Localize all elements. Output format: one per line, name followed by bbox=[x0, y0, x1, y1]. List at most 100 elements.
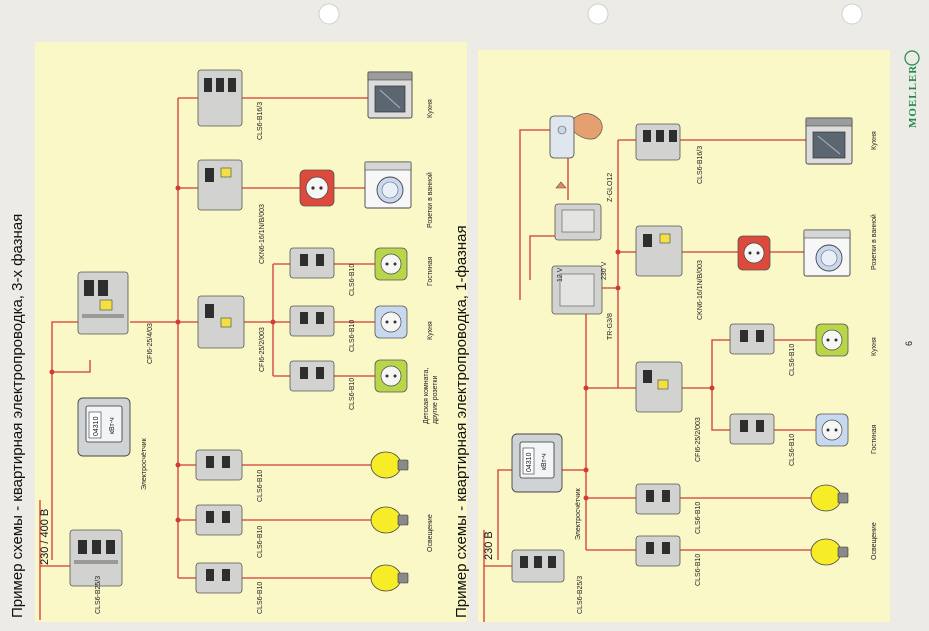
right-light1-breaker-label: CLS6-B10 bbox=[695, 502, 702, 534]
left-stove-load-label: Кухня bbox=[427, 99, 434, 118]
right-living-load-label: Гостиная bbox=[871, 424, 878, 454]
wire-junction bbox=[709, 385, 715, 391]
right-kitchen-breaker-label: CLS6-B10 bbox=[789, 344, 796, 376]
bath-rcbo-icon bbox=[197, 159, 243, 211]
page-number: 6 bbox=[904, 341, 914, 346]
left-main-rcd-label: CFI6-25/4/03 bbox=[147, 323, 154, 364]
electricity-meter-icon: 04310 кВт-ч bbox=[511, 433, 563, 493]
right-doorbell-label: Z-GLO12 bbox=[607, 173, 614, 202]
right-bath-rcbo-label: CKN6-16/1N/B/003 bbox=[697, 260, 704, 320]
right-light2-breaker-label: CLS6-B10 bbox=[695, 554, 702, 586]
left-meter-label: Электросчётчик bbox=[141, 437, 148, 490]
stove-breaker-icon bbox=[635, 123, 681, 161]
rcd-group-icon bbox=[197, 295, 245, 349]
stove-icon bbox=[805, 117, 853, 165]
wire bbox=[497, 469, 518, 560]
light-breaker-icon bbox=[195, 504, 243, 536]
light-breaker-icon bbox=[195, 449, 243, 481]
left-kids-load-label-2: другие розетки bbox=[432, 376, 439, 424]
light-bulb-icon bbox=[810, 538, 849, 566]
living-breaker-icon bbox=[729, 413, 775, 445]
wire bbox=[680, 339, 818, 389]
left-living-load-label: Гостиная bbox=[427, 256, 434, 286]
left-light2-breaker-label: CLS6-B10 bbox=[257, 526, 264, 558]
main-breaker-icon bbox=[511, 549, 565, 583]
brand-name: MOELLER bbox=[907, 65, 919, 128]
left-rcd-group-label: CFI6-25/2/003 bbox=[259, 327, 266, 372]
stove-breaker-icon bbox=[197, 69, 243, 127]
wire-junction bbox=[175, 319, 181, 325]
wire bbox=[519, 129, 550, 300]
left-kids-load-label-1: Детская комната, bbox=[423, 368, 430, 424]
wire-junction bbox=[270, 319, 276, 325]
light-bulb-icon bbox=[370, 564, 409, 592]
kitchen-breaker-icon bbox=[289, 305, 335, 337]
punch-hole-icon bbox=[841, 3, 863, 25]
washing-machine-icon bbox=[364, 161, 412, 209]
main-rcd-icon bbox=[77, 271, 129, 335]
wire-junction bbox=[175, 517, 181, 523]
left-bath-rcbo-label: CKN6-16/1N/B/003 bbox=[259, 204, 266, 264]
left-light1-breaker-label: CLS6-B10 bbox=[257, 470, 264, 502]
left-kids-breaker-label: CLS6-B10 bbox=[349, 378, 356, 410]
left-stove-breaker-label: CLS6-B16/3 bbox=[257, 102, 264, 140]
wire-junction bbox=[615, 285, 621, 291]
living-breaker-icon bbox=[289, 247, 335, 279]
stove-icon bbox=[367, 71, 413, 119]
right-rcd-group-label: CFI6-25/2/003 bbox=[695, 417, 702, 462]
light-bulb-icon bbox=[810, 484, 849, 512]
punch-hole-icon bbox=[318, 3, 340, 25]
bath-socket-icon bbox=[299, 169, 335, 207]
transformer-icon bbox=[551, 265, 603, 315]
left-voltage-label: 230 / 400 В bbox=[39, 509, 51, 565]
moeller-logo: MOELLER bbox=[904, 50, 920, 128]
left-main-breaker-label: CLS6-B25/3 bbox=[95, 576, 102, 614]
left-kitchen-load-label: Кухня bbox=[427, 321, 434, 340]
light-bulb-icon bbox=[370, 506, 409, 534]
wire bbox=[51, 321, 80, 372]
light-breaker-icon bbox=[635, 483, 681, 515]
left-bath-load-label: Розетки в ванной bbox=[426, 172, 434, 228]
kitchen-breaker-icon bbox=[729, 323, 775, 355]
electricity-meter-icon: 04310 кВт-ч bbox=[77, 397, 131, 457]
left-light3-breaker-label: CLS6-B10 bbox=[257, 582, 264, 614]
right-transformer-label: TR-G3/8 bbox=[607, 313, 614, 340]
wire-junction bbox=[583, 467, 589, 473]
right-kitchen-load-label: Кухня bbox=[871, 337, 878, 356]
light-breaker-icon bbox=[635, 535, 681, 567]
left-lighting-label: Освещение bbox=[427, 514, 434, 552]
bath-rcbo-icon bbox=[635, 225, 683, 277]
wire bbox=[51, 360, 91, 560]
right-diagram: 04310 кВт-ч bbox=[453, 113, 878, 622]
wire bbox=[529, 235, 555, 280]
right-transformer-vout: 12 V bbox=[557, 267, 564, 282]
living-socket-icon bbox=[374, 247, 408, 281]
light-bulb-icon bbox=[370, 451, 409, 479]
light-breaker-icon bbox=[195, 562, 243, 594]
right-transformer-vin: 230 V bbox=[601, 261, 608, 280]
meter-reading: 04310 bbox=[93, 416, 100, 436]
wire bbox=[711, 388, 818, 431]
right-stove-load-label: Кухня bbox=[871, 131, 878, 150]
left-panel-title: Пример схемы - квартирная электропроводк… bbox=[9, 214, 26, 618]
wire-junction bbox=[175, 185, 181, 191]
meter-unit: кВт-ч bbox=[541, 453, 548, 470]
wire-junction bbox=[49, 369, 55, 375]
wire-junction bbox=[583, 385, 589, 391]
rcd-group-icon bbox=[635, 361, 683, 413]
doorbell-icon bbox=[554, 181, 602, 241]
kids-socket-icon bbox=[374, 359, 408, 393]
right-living-breaker-label: CLS6-B10 bbox=[789, 434, 796, 466]
wire-junction bbox=[175, 462, 181, 468]
left-diagram: 04310 кВт-ч bbox=[9, 69, 439, 620]
bath-socket-icon bbox=[737, 235, 771, 271]
meter-unit: кВт-ч bbox=[109, 417, 116, 434]
meter-reading: 04310 bbox=[526, 452, 533, 472]
kitchen-socket-icon bbox=[815, 323, 849, 357]
right-bath-load-label: Розетки в ванной bbox=[870, 214, 878, 270]
kitchen-socket-icon bbox=[374, 305, 408, 339]
wire bbox=[560, 387, 636, 471]
doorbell-button-icon bbox=[549, 113, 603, 159]
wire-junction bbox=[583, 495, 589, 501]
right-meter-label: Электросчётчик bbox=[575, 487, 582, 540]
